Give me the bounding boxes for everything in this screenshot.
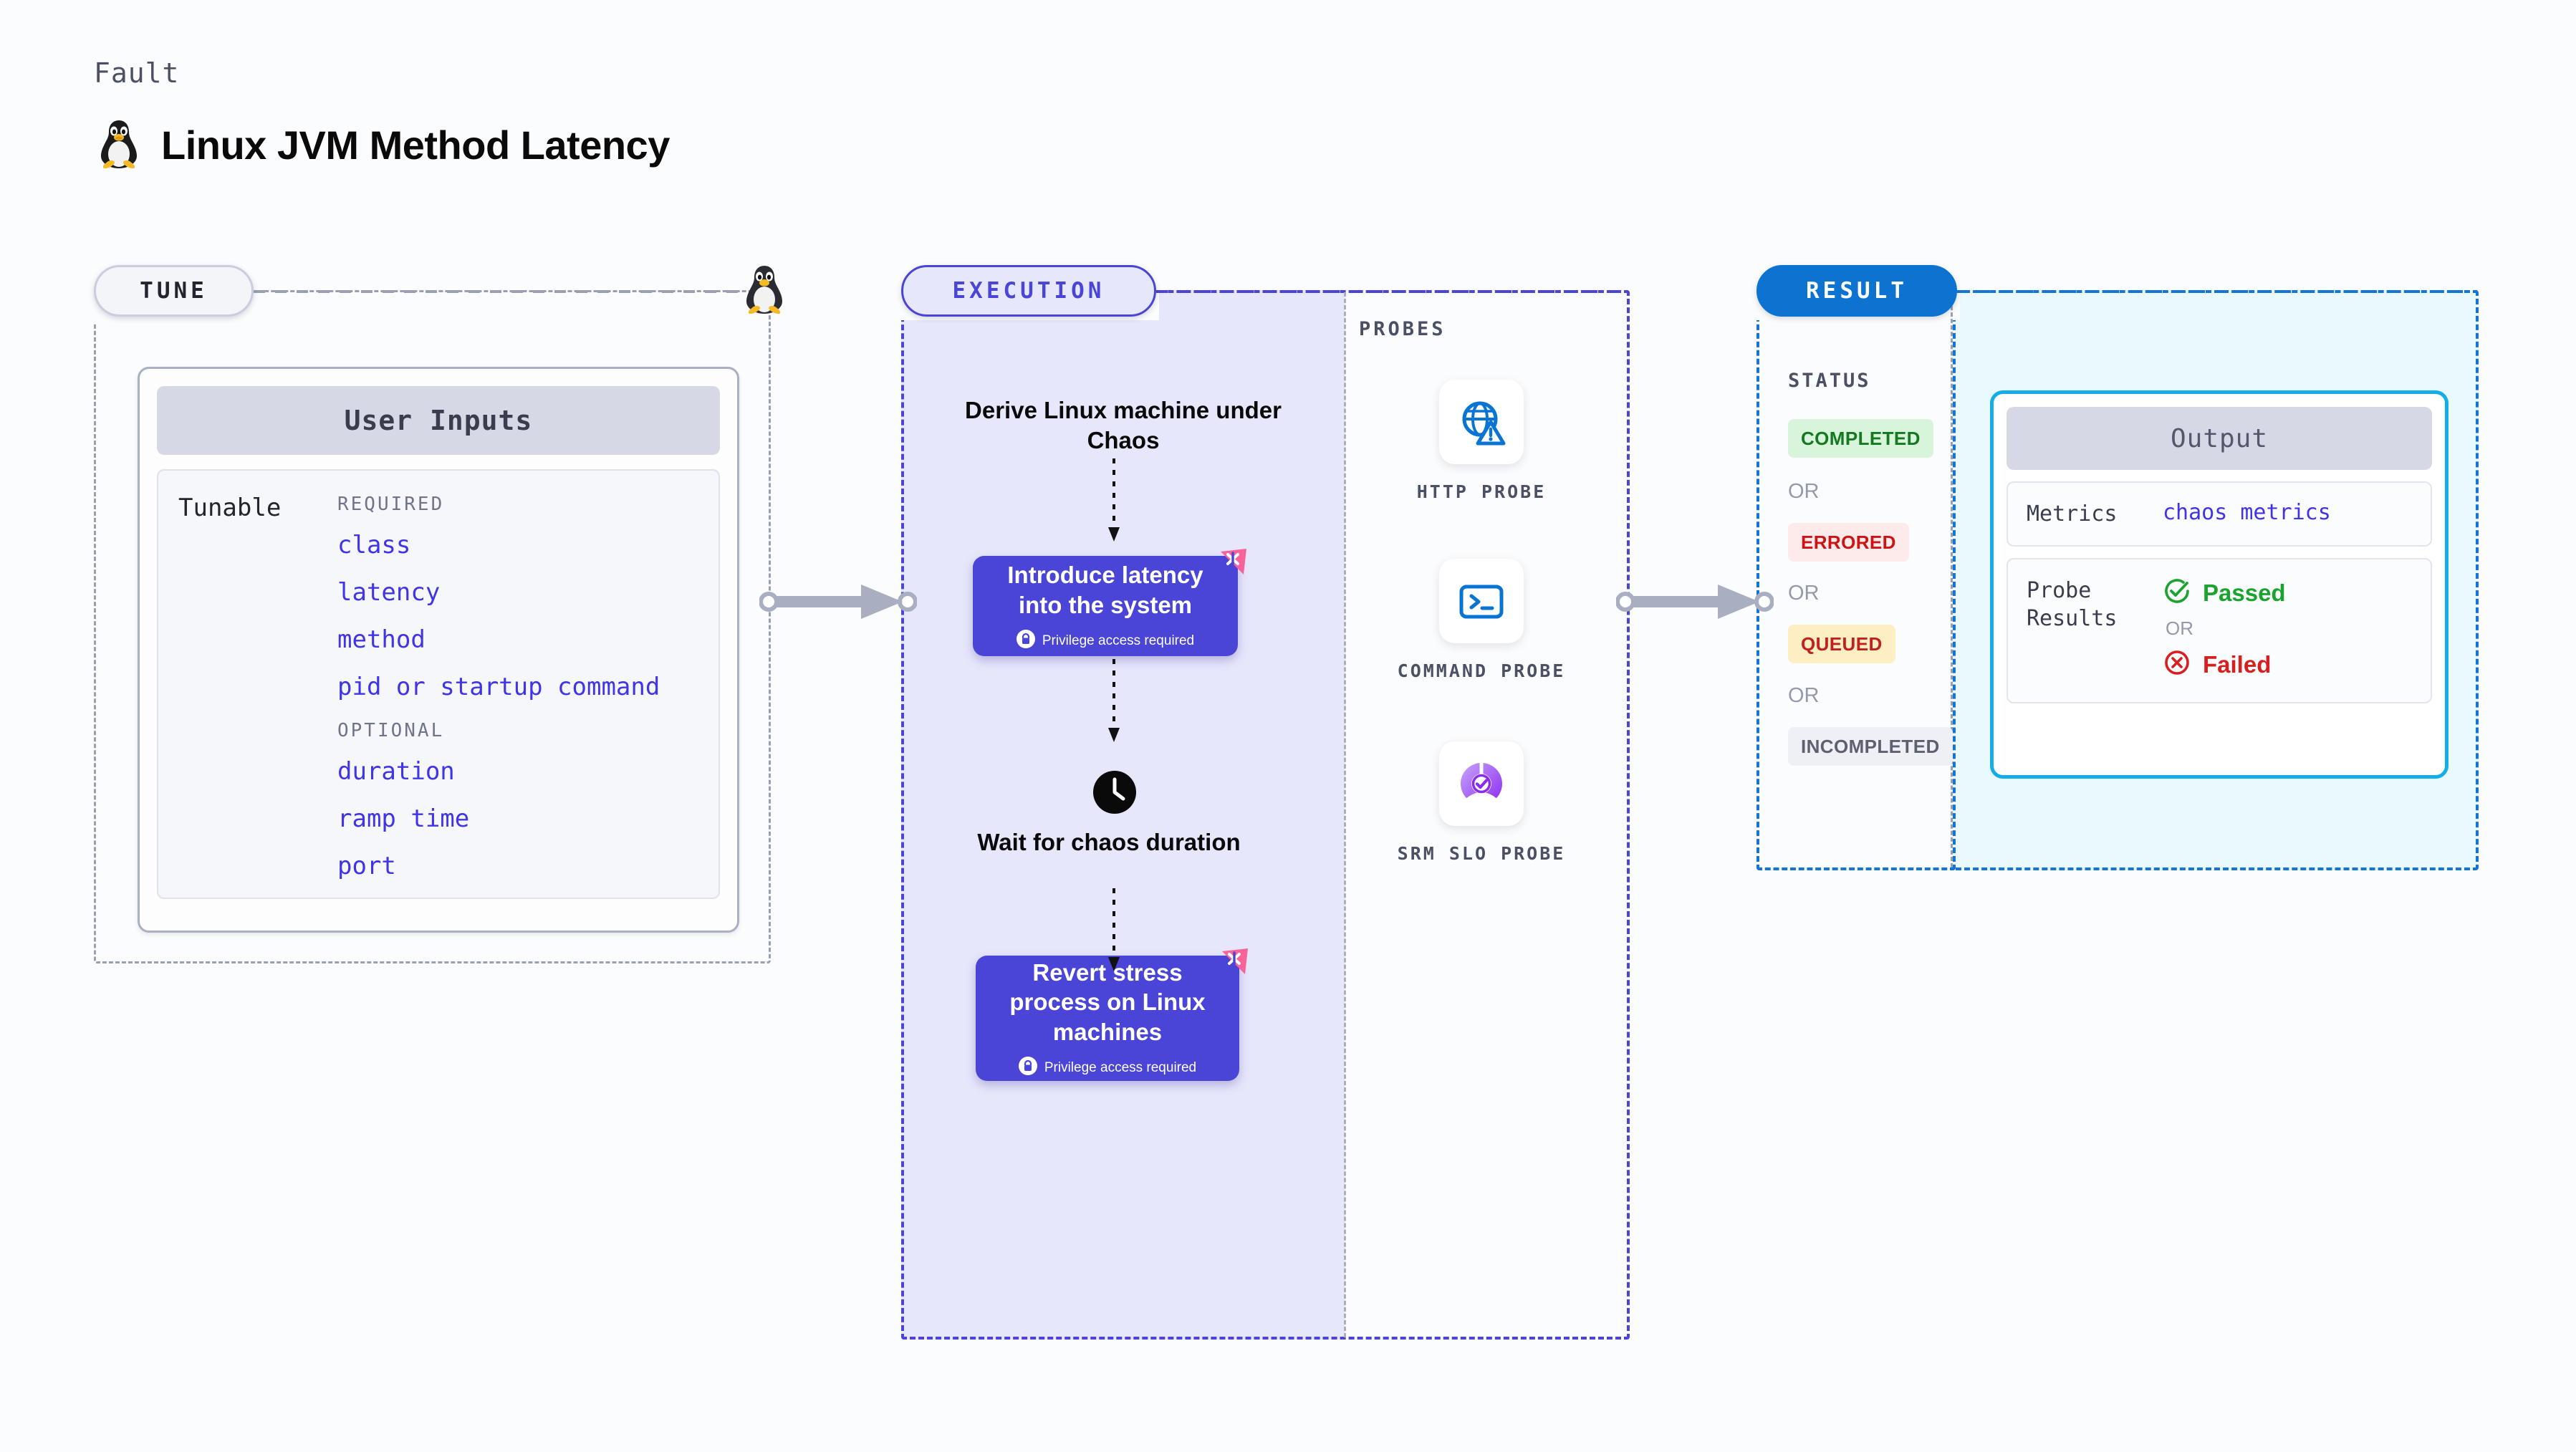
lock-icon	[1018, 1057, 1037, 1079]
linux-tux-icon	[742, 264, 787, 320]
tunable-section-label: Tunable	[178, 494, 282, 522]
flow-arrow-down-icon	[1108, 458, 1120, 542]
slo-check-icon	[1439, 741, 1524, 826]
output-card: Output Metrics chaos metrics Probe Resul…	[1990, 390, 2448, 779]
result-pill[interactable]: RESULT	[1756, 265, 1957, 317]
arrow-right-icon	[1616, 585, 1774, 619]
param-pid-or-startup-command[interactable]: pid or startup command	[337, 673, 660, 701]
privilege-text: Privilege access required	[1044, 1059, 1197, 1075]
output-title: Output	[2007, 407, 2432, 470]
status-or-2: OR	[1788, 582, 1820, 605]
execution-box-title: Introduce latency into the system	[1007, 561, 1203, 618]
tunable-body: Tunable REQUIRED class latency method pi…	[157, 469, 720, 899]
status-badge-queued: QUEUED	[1788, 625, 1895, 663]
user-inputs-card: User Inputs Tunable REQUIRED class laten…	[138, 367, 739, 933]
status-badge-incompleted: INCOMPLETED	[1788, 727, 1953, 766]
page-title-row: Linux JVM Method Latency	[97, 118, 670, 171]
execution-step-revert-stress[interactable]: Revert stress process on Linux machines …	[976, 948, 1248, 1081]
status-badge-completed: COMPLETED	[1788, 419, 1933, 458]
result-dashed-connector	[1957, 290, 2477, 293]
probe-results-values: Passed OR Failed	[2163, 577, 2412, 681]
lock-icon	[1016, 630, 1035, 652]
probe-result-failed: Failed	[2163, 648, 2412, 681]
chaos-corner-icon	[1211, 542, 1251, 585]
probe-label: HTTP PROBE	[1416, 481, 1547, 502]
globe-warning-icon	[1439, 380, 1524, 464]
execution-dashed-connector	[1156, 290, 1629, 293]
chaos-corner-icon	[1212, 941, 1252, 985]
execution-step-derive: Derive Linux machine under Chaos	[965, 397, 1282, 454]
execution-fill	[901, 290, 1345, 1340]
execution-probes-divider	[1344, 292, 1346, 1337]
user-inputs-title: User Inputs	[157, 386, 720, 455]
param-class[interactable]: class	[337, 531, 411, 559]
flow-arrow-down-icon	[1108, 888, 1120, 971]
probe-result-or: OR	[2166, 617, 2193, 639]
privilege-text: Privilege access required	[1042, 633, 1195, 648]
execution-step-wait: Wait for chaos duration	[977, 829, 1241, 855]
probe-results-row: Probe Results Passed OR	[2007, 558, 2432, 703]
clock-icon	[1092, 770, 1137, 818]
linux-tux-icon	[97, 118, 141, 171]
flow-arrow-down-icon	[1108, 659, 1120, 742]
probe-result-passed: Passed	[2163, 577, 2412, 609]
status-or-3: OR	[1788, 684, 1820, 707]
metrics-row: Metrics chaos metrics	[2007, 481, 2432, 547]
probes-section-label: PROBES	[1359, 318, 1446, 340]
param-latency[interactable]: latency	[337, 578, 441, 607]
tunable-params: REQUIRED class latency method pid or sta…	[337, 494, 719, 898]
param-duration[interactable]: duration	[337, 757, 455, 786]
probe-results-key: Probe Results	[2027, 578, 2118, 631]
param-method[interactable]: method	[337, 625, 426, 654]
terminal-icon	[1439, 559, 1524, 643]
x-circle-icon	[2163, 648, 2191, 681]
param-port[interactable]: port	[337, 852, 396, 880]
probe-command[interactable]: COMMAND PROBE	[1374, 559, 1589, 683]
probe-label: COMMAND PROBE	[1397, 660, 1566, 681]
probe-srm-slo[interactable]: SRM SLO PROBE	[1374, 741, 1589, 866]
execution-pill[interactable]: EXECUTION	[901, 265, 1156, 317]
privilege-badge: Privilege access required	[1018, 1057, 1197, 1079]
metrics-value-link[interactable]: chaos metrics	[2163, 500, 2331, 525]
tune-pill[interactable]: TUNE	[94, 265, 254, 317]
tune-dashed-connector	[254, 290, 748, 293]
fault-eyebrow-label: Fault	[94, 57, 180, 89]
required-group-heading: REQUIRED	[337, 494, 445, 515]
page-title: Linux JVM Method Latency	[161, 122, 670, 168]
check-circle-icon	[2163, 577, 2191, 609]
status-badge-errored: ERRORED	[1788, 523, 1909, 562]
execution-box-title: Revert stress process on Linux machines	[1009, 958, 1206, 1045]
privilege-badge: Privilege access required	[1016, 630, 1195, 652]
probe-label: SRM SLO PROBE	[1397, 843, 1566, 864]
passed-label: Passed	[2203, 579, 2286, 606]
status-section-label: STATUS	[1788, 370, 1871, 392]
execution-step-introduce-latency[interactable]: Introduce latency into the system Privil…	[973, 549, 1246, 656]
probe-http[interactable]: HTTP PROBE	[1374, 380, 1589, 504]
optional-group-heading: OPTIONAL	[337, 720, 445, 741]
failed-label: Failed	[2203, 650, 2272, 678]
status-or-1: OR	[1788, 480, 1820, 503]
metrics-key: Metrics	[2027, 501, 2118, 527]
param-ramp-time[interactable]: ramp time	[337, 804, 470, 833]
arrow-right-icon	[759, 585, 917, 619]
